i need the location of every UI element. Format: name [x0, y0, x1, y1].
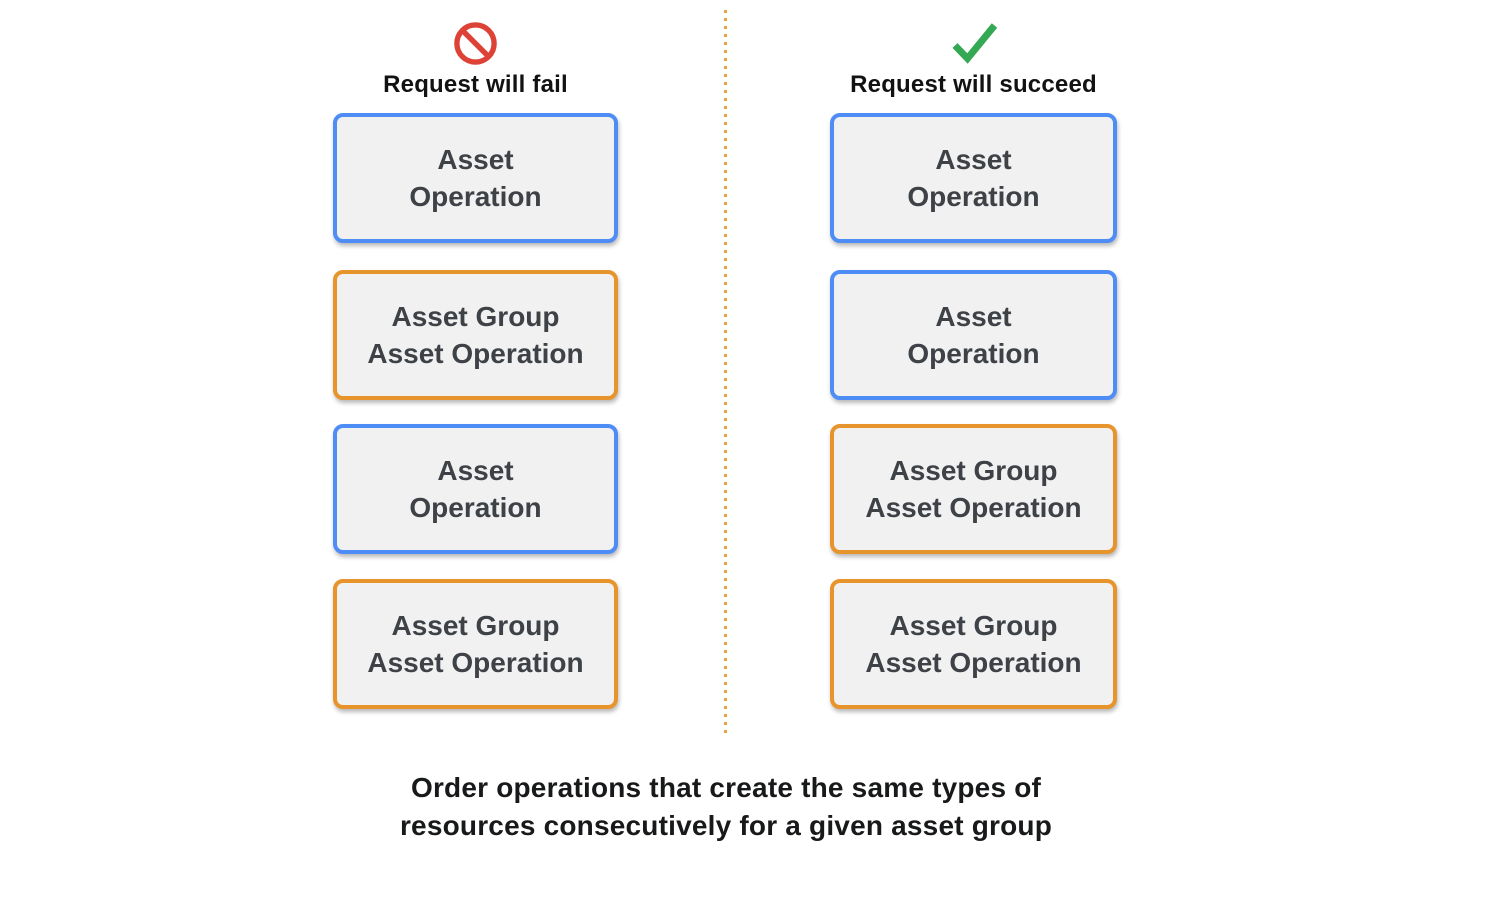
- box-label-line: Asset Group: [889, 610, 1058, 641]
- success-column-heading: Request will succeed: [850, 71, 1097, 98]
- success-column: Request will succeed Asset Operation Ass…: [830, 0, 1117, 740]
- box-label-line: Asset Operation: [367, 338, 584, 369]
- box-label-line: Asset Operation: [865, 492, 1082, 523]
- caption-line-1: Order operations that create the same ty…: [410, 772, 1042, 803]
- fail-column-heading: Request will fail: [383, 71, 568, 98]
- asset-group-asset-operation-box: Asset Group Asset Operation: [333, 579, 618, 709]
- fail-column: Request will fail Asset Operation Asset …: [333, 0, 618, 740]
- box-label-line: Asset: [437, 455, 514, 486]
- asset-group-asset-operation-box: Asset Group Asset Operation: [333, 270, 618, 400]
- box-label-line: Operation: [907, 338, 1040, 369]
- box-label-line: Asset: [437, 144, 514, 175]
- box-label-line: Operation: [409, 492, 542, 523]
- column-divider-dotted-line: [724, 10, 727, 738]
- checkmark-icon: [946, 18, 1002, 68]
- diagram-caption: Order operations that create the same ty…: [276, 769, 1176, 845]
- box-label-line: Asset: [935, 301, 1012, 332]
- box-label-line: Asset Group: [889, 455, 1058, 486]
- prohibition-icon: [452, 18, 499, 68]
- box-label-line: Asset: [935, 144, 1012, 175]
- asset-operation-box: Asset Operation: [333, 113, 618, 243]
- fail-column-header: Request will fail: [333, 18, 618, 99]
- box-label-line: Asset Group: [391, 301, 560, 332]
- asset-operation-box: Asset Operation: [830, 113, 1117, 243]
- box-label-line: Asset Operation: [367, 647, 584, 678]
- box-label-line: Asset Operation: [865, 647, 1082, 678]
- box-label-line: Operation: [907, 181, 1040, 212]
- asset-group-asset-operation-box: Asset Group Asset Operation: [830, 424, 1117, 554]
- box-label-line: Operation: [409, 181, 542, 212]
- caption-line-2: resources consecutively for a given asse…: [399, 810, 1053, 841]
- success-column-header: Request will succeed: [830, 18, 1117, 99]
- box-label-line: Asset Group: [391, 610, 560, 641]
- asset-operation-box: Asset Operation: [333, 424, 618, 554]
- asset-group-asset-operation-box: Asset Group Asset Operation: [830, 579, 1117, 709]
- asset-operation-box: Asset Operation: [830, 270, 1117, 400]
